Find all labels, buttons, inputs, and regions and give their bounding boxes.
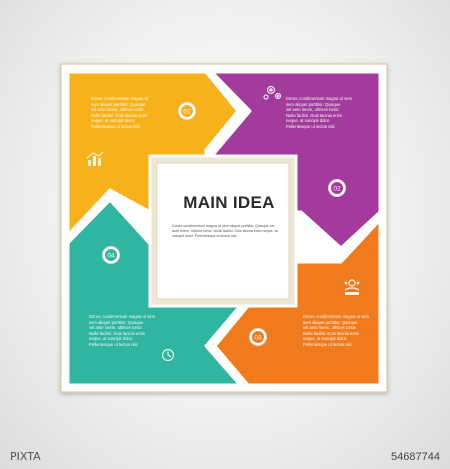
segment-01-text: Donec condimentum magna ut sem aliquet p…: [91, 96, 149, 129]
clock-icon: [161, 348, 175, 362]
segment-03-text: Donec condimentum magna ut sem sem aliqu…: [303, 314, 370, 347]
svg-text:03: 03: [254, 335, 262, 342]
center-box: [156, 162, 290, 300]
segment-02-text: Donec condimentum magna ut sem sem aliqu…: [286, 96, 353, 129]
badge-01: 01: [178, 102, 196, 120]
image-id: 54687744: [391, 451, 440, 463]
gears-icon: [263, 85, 282, 100]
svg-text:04: 04: [107, 253, 115, 260]
brand-logo: PIXTA: [10, 450, 41, 463]
presentation-icon: [344, 279, 360, 295]
bar-chart-icon: [86, 151, 104, 166]
watermark-logo: PIXTA: [196, 221, 253, 243]
badge-02: 02: [328, 179, 346, 197]
badge-04: 04: [102, 246, 120, 264]
main-idea-title: MAIN IDEA: [183, 193, 275, 212]
badge-03: 03: [249, 328, 267, 346]
svg-text:02: 02: [333, 186, 341, 193]
svg-text:01: 01: [183, 109, 191, 116]
segment-04-text: Donec condimentum magna ut sem sem aliqu…: [89, 314, 156, 347]
main-idea-text: Donec condimentum magna ut sem aliquet p…: [172, 224, 278, 238]
